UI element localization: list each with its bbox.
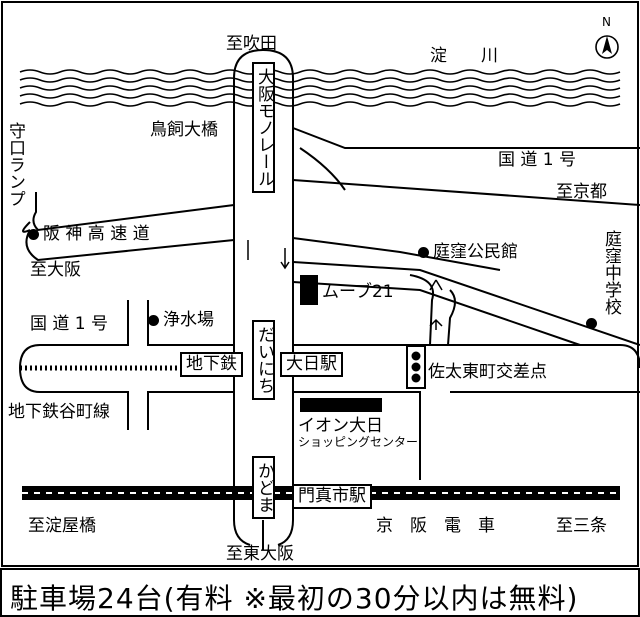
label-to-yodoyabashi: 至淀屋橋 (28, 516, 96, 536)
hanshin-marker-icon (28, 229, 39, 240)
label-kadoma-hiragana: かどま (252, 456, 275, 519)
label-yodo-river: 淀 川 (430, 46, 498, 66)
aeon-building (300, 398, 382, 412)
label-to-osaka: 至大阪 (30, 260, 81, 280)
traffic-signal-icon (406, 345, 426, 389)
diagonal-road (292, 261, 640, 346)
label-aeon-sub: ショッピングセンター (298, 435, 419, 449)
label-hanshin-expressway: 阪 神 高 速 道 (28, 226, 150, 243)
label-to-higashiosaka: 至東大阪 (226, 544, 294, 564)
parking-info: 駐車場24台(有料 ※最初の30分以内は無料) (10, 582, 579, 615)
label-to-suita: 至吹田 (226, 34, 277, 54)
label-move21: ムーブ21 (322, 282, 394, 302)
label-route1-lower: 国 道 1 号 (30, 314, 109, 334)
label-subway-tanimachi-line: 地下鉄谷町線 (8, 402, 110, 422)
label-monorail: 大阪モノレール (252, 62, 275, 193)
jhs-marker-icon (586, 318, 597, 329)
label-moriguchi-ramp-text: 守口ランプ (5, 122, 25, 207)
access-map (1, 1, 640, 567)
label-aeon-name: イオン大日 (298, 416, 383, 436)
label-niwakubo-community-hall: 庭窪公民館 (418, 244, 518, 261)
community-hall-marker-icon (418, 247, 429, 258)
label-dainichi-station: 大日駅 (280, 352, 343, 377)
label-torikai-bridge: 鳥飼大橋 (150, 120, 218, 140)
label-keihan-railway: 京 阪 電 車 (376, 516, 495, 536)
route1-upper-road (292, 127, 640, 206)
label-north: N (602, 15, 611, 29)
label-subway: 地下鉄 (180, 352, 243, 377)
label-to-sanjo: 至三条 (556, 516, 607, 536)
label-kadoma-station: 門真市駅 (292, 484, 372, 509)
label-to-kyoto: 至京都 (556, 182, 607, 202)
move21-building (300, 275, 318, 305)
map-frame (1, 1, 639, 567)
yodo-river (19, 69, 621, 107)
label-dainichi-hiragana: だいにち (252, 320, 275, 400)
route1-lower-road (18, 300, 640, 480)
label-sadahigashi-intersection: 佐太東町交差点 (428, 362, 547, 382)
monorail-road (233, 48, 294, 550)
label-route1-upper: 国 道 1 号 (498, 150, 577, 170)
parking-footer: 駐車場24台(有料 ※最初の30分以内は無料) (0, 568, 640, 617)
north-arrow-icon (595, 35, 619, 59)
flow-arrow-icon (247, 240, 443, 330)
water-plant-marker-icon (148, 315, 159, 326)
label-niwakubo-jhs: 庭窪中学校 (601, 230, 621, 315)
label-water-plant: 浄水場 (148, 312, 214, 329)
label-moriguchi-ramp: 守口ランプ (5, 122, 25, 207)
